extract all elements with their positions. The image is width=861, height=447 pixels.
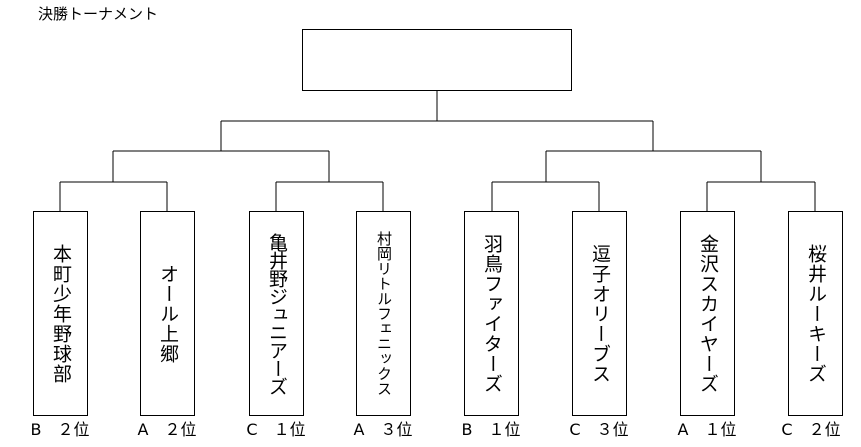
team-name: 羽鳥ファイターズ <box>481 233 503 394</box>
seed-label: A ２位 <box>137 420 197 439</box>
team-box: 本町少年野球部 <box>33 211 88 416</box>
team-box: 桜井ルーキーズ <box>788 211 843 416</box>
team-box: 逗子オリーブス <box>572 211 627 416</box>
seed-label: A １位 <box>677 420 737 439</box>
team-name: 逗子オリーブス <box>589 243 611 384</box>
seed-label: C ２位 <box>781 420 841 439</box>
team-box: 金沢スカイヤーズ <box>680 211 735 416</box>
team-name: 桜井ルーキーズ <box>805 243 827 384</box>
seed-label: C １位 <box>246 420 306 439</box>
page-title: 決勝トーナメント <box>38 5 159 23</box>
team-name: 村岡リトルフェニックス <box>375 231 393 396</box>
team-name: 本町少年野球部 <box>50 243 72 384</box>
team-box: 羽鳥ファイターズ <box>464 211 519 416</box>
team-box: 亀井野ジュニアーズ <box>249 211 304 416</box>
champion-box <box>302 29 572 91</box>
seed-label: B ２位 <box>30 420 90 439</box>
team-name: オール上郷 <box>157 263 179 364</box>
seed-label: B １位 <box>461 420 521 439</box>
team-box: オール上郷 <box>140 211 195 416</box>
team-name: 金沢スカイヤーズ <box>697 233 719 394</box>
seed-label: C ３位 <box>569 420 629 439</box>
team-box: 村岡リトルフェニックス <box>356 211 411 416</box>
seed-label: A ３位 <box>353 420 413 439</box>
team-name: 亀井野ジュニアーズ <box>266 232 288 395</box>
